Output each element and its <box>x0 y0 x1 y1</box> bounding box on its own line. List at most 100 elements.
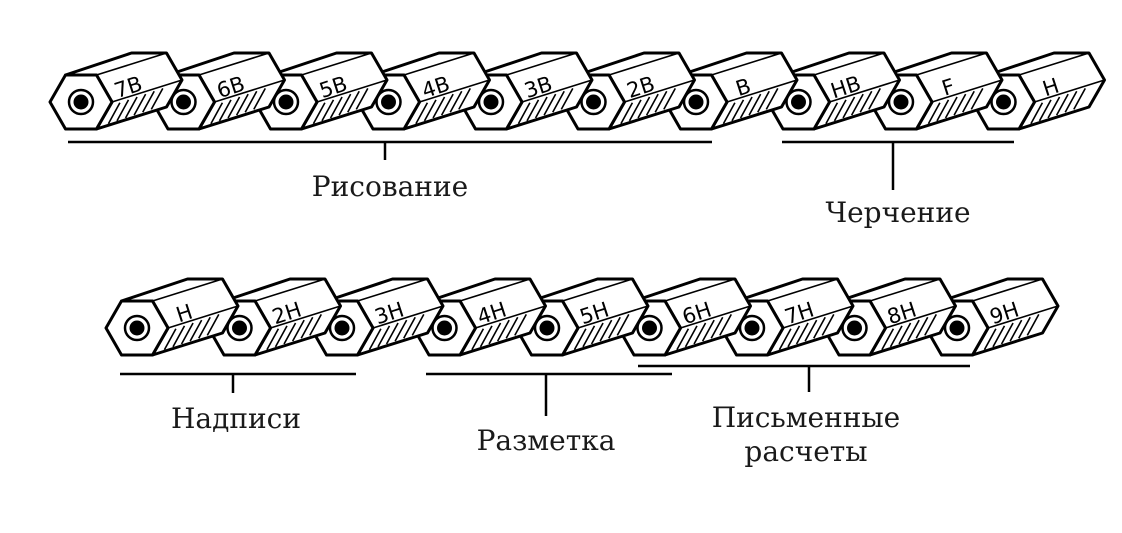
pencil-edge <box>372 305 444 329</box>
pencil-shading <box>722 102 736 125</box>
pencil-shading <box>210 102 224 125</box>
pencil-grade-label: H <box>1040 73 1062 101</box>
pencil-shading <box>915 316 929 339</box>
pencil-edge <box>475 305 546 329</box>
pencil-shading <box>411 314 425 336</box>
pencil-shading <box>347 90 360 113</box>
pencil-shading <box>693 322 707 345</box>
pencil-lead <box>688 94 704 110</box>
pencil: 3B <box>458 51 594 131</box>
pencil-shading <box>394 319 408 342</box>
pencil-edge <box>972 278 1043 302</box>
pencil-shading <box>719 314 733 336</box>
pencil-shading <box>590 322 604 345</box>
pencil-shading <box>150 88 164 110</box>
pencil-edge <box>813 52 885 76</box>
pencil-shading <box>415 102 429 125</box>
pencil-edge <box>916 52 987 76</box>
pencil-shading <box>235 93 249 116</box>
pencil-shading <box>1030 102 1044 125</box>
pencil-lead <box>642 320 657 336</box>
pencil-shading <box>748 93 762 116</box>
pencil-shading <box>701 319 715 342</box>
pencil-shading <box>927 102 941 125</box>
pencil-shading <box>355 88 369 110</box>
pencil-shading <box>534 96 548 119</box>
pencil-shading <box>244 90 258 113</box>
pencil-shading <box>825 102 839 125</box>
pencil-shading <box>496 319 510 342</box>
pencil-shading <box>385 322 399 345</box>
pencil-lead <box>278 94 294 110</box>
pencil-shading <box>552 90 565 113</box>
usage-label: Рисование <box>312 170 468 203</box>
pencil-edge <box>316 79 388 103</box>
pencil-shading <box>1055 93 1069 116</box>
pencil-shading <box>543 93 557 116</box>
pencil-lead <box>381 94 396 110</box>
pencil-shading <box>300 316 314 339</box>
pencil-shading <box>227 96 241 119</box>
pencil-shading <box>684 325 698 348</box>
pencil-shading <box>479 325 493 348</box>
pencil-shading <box>573 328 587 351</box>
pencil: H <box>104 277 240 357</box>
pencil-shading <box>449 90 463 113</box>
pencil-edge <box>608 52 680 76</box>
pencil-edge <box>152 278 223 302</box>
pencil-shading <box>778 328 792 351</box>
pencil-edge <box>167 305 239 329</box>
usage-group: Рисование <box>68 140 712 203</box>
pencil-shading <box>180 322 194 345</box>
pencil-lead <box>334 320 350 336</box>
pencil-shading <box>526 99 540 122</box>
pencil-shading <box>514 314 528 336</box>
pencil-grade-label: H <box>173 299 195 327</box>
pencil-shading <box>868 88 882 110</box>
pencil-shading <box>560 88 574 110</box>
pencil-edge <box>987 305 1059 329</box>
pencil-shading <box>291 319 305 342</box>
pencil-shading <box>142 90 155 113</box>
pencil-shading <box>859 90 873 113</box>
pencil-lead <box>996 94 1011 110</box>
pencil: 6B <box>151 51 286 131</box>
pencil-edge <box>1018 52 1090 76</box>
pencil-shading <box>795 322 809 345</box>
pencil-shading <box>813 316 826 339</box>
pencil-lead <box>483 94 499 110</box>
pencil-shading <box>710 316 724 339</box>
pencil-shading <box>206 314 220 336</box>
pencil-edge <box>111 79 183 103</box>
pencil: 2H <box>207 277 342 357</box>
pencil-edge <box>624 79 695 103</box>
pencil-shading <box>198 316 211 339</box>
pencil-shading <box>765 88 779 110</box>
pencil-shading <box>1000 322 1014 345</box>
pencil-shading <box>599 319 613 342</box>
pencil-shading <box>739 96 753 119</box>
pencil-edge <box>767 278 838 302</box>
pencil-shading <box>757 90 770 113</box>
pencil-shading <box>517 102 531 125</box>
pencil-lead <box>437 320 452 336</box>
pencil-shading <box>787 325 801 348</box>
pencil-shading <box>458 88 472 110</box>
pencil-shading <box>189 319 203 342</box>
pencil-shading <box>842 96 856 119</box>
pencil-shading <box>962 90 975 113</box>
pencil-shading <box>616 314 630 336</box>
pencil-shading <box>133 93 147 116</box>
pencil-shading <box>440 93 454 116</box>
pencil-edge <box>885 305 956 329</box>
pencil-shading <box>953 93 967 116</box>
pencil-shading <box>283 322 297 345</box>
pencil-edge <box>459 278 531 302</box>
pencil-shading <box>107 102 121 125</box>
pencil-shading <box>889 325 903 348</box>
